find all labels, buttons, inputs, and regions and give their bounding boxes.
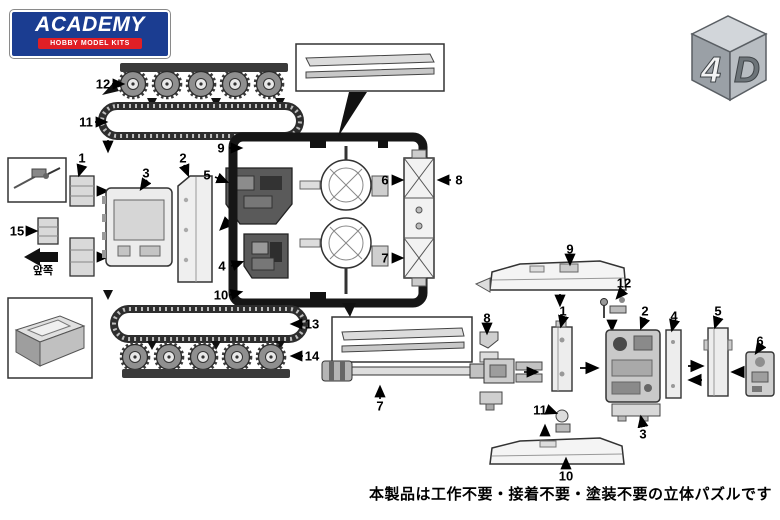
callout-hull-13: 13 [304,316,320,332]
part-13-bottom-track [103,290,308,350]
callout-turret-7: 7 [376,398,384,414]
front-direction-label: 앞쪽 [32,264,54,277]
turret-part-12 [600,297,627,333]
callout-hull-2: 2 [179,150,187,166]
callout-hull-5: 5 [203,167,211,183]
fender-box-top [295,43,445,137]
gun-barrel-part-7 [321,358,543,384]
part-5-detail-block [219,167,293,231]
callout-hull-7: 7 [381,250,389,266]
callout-turret-4: 4 [670,308,678,324]
rear-part-6 [730,351,775,397]
part-12-top-wheels [102,63,288,108]
part-14-bottom-wheels [119,341,290,378]
part-2-hull-side [177,175,213,283]
footer-notice: 本製品は工作不要・接着不要・塗装不要の立体パズルです [368,485,772,503]
part-11-top-track [98,102,304,154]
plate-part-4 [665,329,705,399]
turret-bottom-part-10 [489,423,625,465]
hull-tub-inset-box [7,297,93,379]
turret-part-3 [611,403,661,422]
callout-turret-10: 10 [558,468,574,484]
4d-logo-graphic: 4 D [690,15,768,102]
callout-hull-8: 8 [455,172,463,188]
leader-lines [25,78,767,470]
callout-hull-14: 14 [304,348,320,364]
part-15-small-part [37,217,59,245]
mantlet-part-1 [551,320,600,392]
4d-logo-char-d: D [734,49,760,90]
callout-turret-3: 3 [639,426,647,442]
academy-tagline: HOBBY MODEL KITS [38,38,142,49]
part-1-hull-ends [69,175,110,277]
callout-turret-5: 5 [714,303,722,319]
callout-hull-6: 6 [381,172,389,188]
callout-turret-12: 12 [616,275,632,291]
callout-hull-11: 11 [79,114,93,130]
callout-turret-9: 9 [566,241,574,257]
turret-deck-part-9 [474,260,627,308]
callout-hull-1: 1 [78,150,86,166]
callout-hull-12: 12 [95,76,111,92]
turret-body-part-2 [605,329,661,403]
callout-turret-6: 6 [756,333,764,349]
front-arrow-icon [24,248,58,266]
academy-logo: ACADEMY HOBBY MODEL KITS [10,10,170,58]
4d-logo-char-4: 4 [700,49,721,90]
callout-hull-15: 15 [9,223,25,239]
turret-part-11 [555,409,571,433]
callout-hull-4: 4 [218,258,226,274]
callout-hull-9: 9 [217,140,225,156]
plate-part-5 [703,327,733,397]
part-3-hull-top [102,187,173,267]
fender-box-bottom [331,303,473,363]
callout-turret-1: 1 [559,303,567,319]
callout-hull-10: 10 [213,287,229,303]
part-8-sprue [403,149,435,287]
callout-hull-3: 3 [142,165,150,181]
4d-logo: 4 D [680,4,776,106]
mg-inset-box [7,157,67,203]
callout-turret-2: 2 [641,303,649,319]
callout-turret-8: 8 [483,310,491,326]
academy-logo-text: ACADEMY [35,13,145,36]
part-4-detail-block [243,233,289,279]
callout-turret-11: 11 [533,402,547,418]
